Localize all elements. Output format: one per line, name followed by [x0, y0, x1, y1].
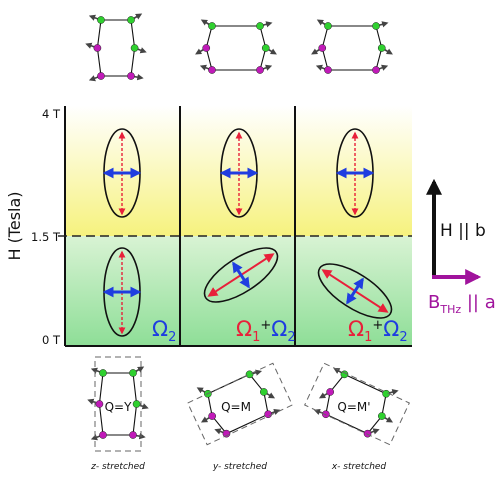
atom-magenta: [222, 429, 231, 438]
atom-magenta: [99, 431, 107, 439]
atom-magenta: [264, 410, 272, 419]
atom-magenta: [208, 412, 217, 420]
mode-label-p2: Ω1+Ω2: [236, 317, 296, 345]
mode-label-p3: Ω1+Ω2: [348, 317, 408, 345]
atom-green: [127, 16, 135, 24]
atom-green: [256, 22, 264, 30]
caption-3: x- stretched: [331, 462, 387, 472]
caption-2: y- stretched: [212, 462, 267, 472]
mode-label-p1: Ω2: [152, 317, 176, 345]
atom-green: [129, 369, 137, 377]
mode-glyph-p1-high: [102, 128, 142, 218]
atom-green: [130, 44, 139, 52]
atom-green: [99, 369, 107, 377]
q-label-1: Q=Y: [105, 400, 133, 414]
panel-frames: [64, 106, 412, 347]
mode-glyph-p3-low: [317, 263, 393, 319]
atom-green: [377, 44, 386, 52]
atom-green: [132, 400, 141, 408]
atom-green: [259, 388, 268, 396]
hexagon-top-2: [195, 19, 277, 74]
hexagon-top-3: [311, 19, 393, 74]
atom-magenta: [93, 44, 102, 52]
atom-green: [372, 22, 380, 30]
mode-glyph-p3-high: [335, 128, 375, 218]
atom-magenta: [322, 410, 330, 419]
atom-green: [97, 16, 105, 24]
atom-green: [208, 22, 216, 30]
atom-magenta: [97, 72, 105, 80]
tick-4T: 4 T: [42, 107, 61, 121]
atom-magenta: [208, 66, 216, 74]
atom-magenta: [127, 72, 135, 80]
field-legend: H || b BTHz || a: [426, 178, 496, 316]
mode-glyph-p2-high: [219, 128, 259, 218]
hexagon-bonds: [205, 25, 267, 71]
thz-label: BTHz || a: [428, 292, 496, 316]
atom-magenta: [363, 429, 372, 438]
atom-green: [261, 44, 270, 52]
atom-magenta: [95, 400, 104, 408]
structure-x-stretched: [313, 367, 399, 438]
atom-green: [340, 370, 349, 379]
hexagon-bonds: [321, 25, 383, 71]
atom-magenta: [326, 388, 335, 396]
hexagon-bonds: [96, 19, 136, 77]
atom-green: [377, 412, 386, 420]
atom-magenta: [256, 66, 264, 74]
mode-glyph-p1-low: [102, 247, 142, 337]
hexagon-top-1: [85, 13, 147, 82]
caption-1: z- stretched: [90, 462, 145, 472]
q-label-2: Q=M: [221, 400, 251, 414]
q-label-3: Q=M': [337, 400, 370, 414]
atom-green: [245, 370, 254, 379]
tick-0T: 0 T: [42, 333, 61, 347]
field-label: H || b: [440, 221, 486, 241]
mode-glyph-p2-low: [203, 247, 279, 303]
atom-magenta: [202, 44, 211, 52]
y-axis-label: H (Tesla): [5, 191, 24, 260]
atom-green: [324, 22, 332, 30]
structure-z-stretched: [87, 366, 149, 441]
atom-magenta: [324, 66, 332, 74]
distortion-box-1: [94, 356, 142, 452]
atom-magenta: [372, 66, 380, 74]
atom-magenta: [318, 44, 327, 52]
tick-1.5T: 1.5 T: [31, 230, 61, 244]
atom-magenta: [129, 431, 137, 439]
